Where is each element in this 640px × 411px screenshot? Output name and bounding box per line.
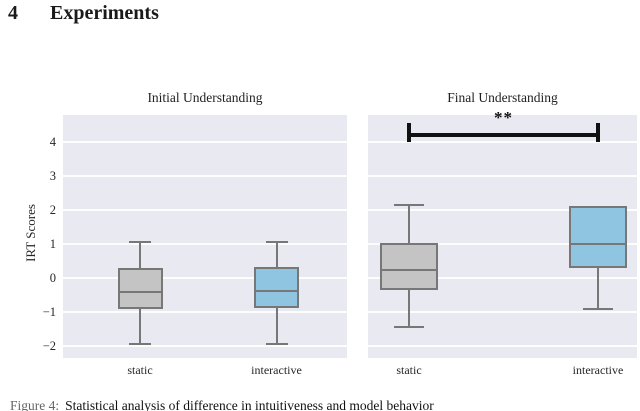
median-interactive bbox=[256, 290, 297, 293]
box-interactive bbox=[254, 266, 299, 308]
y-tick-label--2: −2 bbox=[42, 339, 56, 353]
y-tick-label-3: 3 bbox=[49, 169, 56, 183]
gridline-y-2 bbox=[63, 345, 347, 347]
figure-caption: Figure 4: Statistical analysis of differe… bbox=[10, 398, 636, 411]
y-tick-label-2: 2 bbox=[49, 203, 56, 217]
gridline-y0 bbox=[63, 277, 347, 279]
y-tick-label--1: −1 bbox=[42, 305, 56, 319]
upper-whisker-interactive bbox=[275, 242, 278, 267]
gridline-y4 bbox=[368, 141, 637, 143]
gridline-y1 bbox=[63, 243, 347, 245]
significance-bracket-bar bbox=[411, 133, 596, 137]
lower-whisker-static bbox=[139, 308, 141, 345]
section-number: 4 bbox=[8, 2, 18, 24]
section-title: Experiments bbox=[50, 2, 159, 24]
gridline-y3 bbox=[368, 175, 637, 177]
left-plot-area bbox=[63, 115, 347, 358]
section-heading: 4 Experiments bbox=[8, 2, 159, 25]
upper-whisker-cap-static bbox=[129, 241, 151, 244]
gridline-y-1 bbox=[368, 311, 637, 313]
gridline-y-1 bbox=[63, 311, 347, 313]
figure-caption-text: Statistical analysis of difference in in… bbox=[65, 398, 434, 411]
lower-whisker-cap-static bbox=[394, 326, 424, 329]
box-interactive bbox=[569, 205, 627, 268]
gridline-y0 bbox=[368, 277, 637, 279]
gridline-y3 bbox=[63, 175, 347, 177]
gridline-y1 bbox=[368, 243, 637, 245]
x-tick-label-static: static bbox=[127, 363, 153, 377]
x-tick-label-interactive: interactive bbox=[572, 363, 624, 377]
upper-whisker-static bbox=[139, 242, 141, 268]
x-tick-label-interactive: interactive bbox=[251, 363, 302, 377]
median-static bbox=[119, 290, 161, 293]
box-static bbox=[380, 242, 438, 290]
gridline-y2 bbox=[368, 209, 637, 211]
y-tick-label-4: 4 bbox=[49, 135, 56, 149]
gridline-y2 bbox=[63, 209, 347, 211]
left-panel-title: Initial Understanding bbox=[147, 90, 263, 105]
median-static bbox=[382, 268, 436, 271]
lower-whisker-cap-static bbox=[129, 343, 151, 346]
y-tick-label-1: 1 bbox=[49, 237, 56, 251]
median-interactive bbox=[571, 243, 625, 246]
upper-whisker-static bbox=[408, 204, 410, 243]
x-tick-label-static: static bbox=[396, 363, 422, 377]
right-panel-title: Final Understanding bbox=[447, 90, 558, 105]
lower-whisker-static bbox=[408, 289, 410, 328]
gridline-y4 bbox=[63, 141, 347, 143]
upper-whisker-cap-interactive bbox=[265, 241, 288, 244]
figure-caption-label: Figure 4: bbox=[10, 398, 60, 411]
lower-whisker-cap-interactive bbox=[265, 343, 288, 346]
right-plot-area bbox=[368, 115, 637, 358]
lower-whisker-interactive bbox=[275, 307, 278, 345]
box-static bbox=[117, 267, 163, 309]
lower-whisker-cap-interactive bbox=[583, 307, 613, 310]
significance-stars: ** bbox=[494, 108, 513, 127]
gridline-y-2 bbox=[368, 345, 637, 347]
lower-whisker-interactive bbox=[597, 267, 599, 309]
upper-whisker-cap-static bbox=[394, 203, 424, 206]
significance-bracket bbox=[407, 123, 600, 142]
y-tick-label-0: 0 bbox=[49, 271, 56, 285]
